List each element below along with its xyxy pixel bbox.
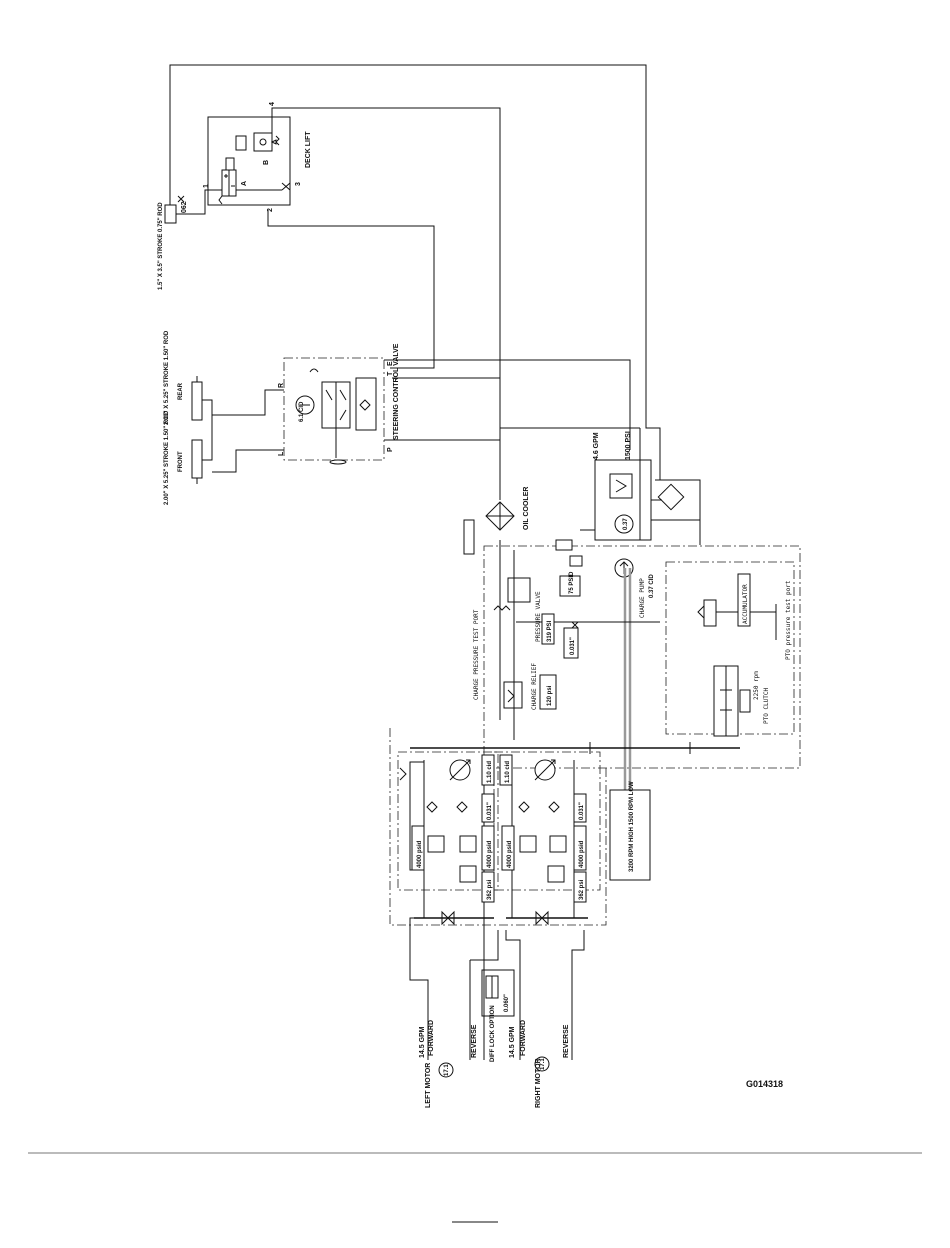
steering-port-r: R bbox=[278, 383, 285, 388]
charge-relief-label: CHARGE RELIEF bbox=[531, 663, 538, 710]
charge-pump-label: CHARGE PUMP bbox=[639, 578, 646, 618]
charge-pump-cid: 0.37 CID bbox=[649, 574, 655, 598]
engine-rpm: 3200 RPM HIGH 1500 RPM LOW bbox=[629, 781, 635, 872]
gear-pump-displacement: 0.37 bbox=[623, 518, 629, 530]
steering-cylinders bbox=[191, 376, 284, 484]
steering-port-e: E bbox=[387, 361, 394, 366]
charge-check-psi: 75 PSID bbox=[569, 571, 575, 594]
left-motor-reverse: REVERSE bbox=[471, 1024, 478, 1058]
steering-label: STEERING CONTROL VALVE bbox=[393, 343, 400, 440]
bypass-right: 362 psi bbox=[579, 879, 585, 900]
steering-port-l: L bbox=[278, 451, 285, 456]
steering-port-t: T bbox=[387, 371, 394, 376]
deck-lift-label: DECK LIFT bbox=[305, 131, 312, 168]
left-pump-cid: 1.10 cid bbox=[487, 761, 493, 783]
left-motor-label: LEFT MOTOR bbox=[425, 1063, 432, 1108]
charge-test-port: CHARGE PRESSURE TEST PORT bbox=[473, 609, 480, 700]
front-cylinder-label: 2.00" X 5.25" STROKE 1.50" ROD bbox=[164, 410, 170, 505]
gear-pump bbox=[580, 459, 701, 545]
charge-relief-psi: 120 psi bbox=[547, 685, 553, 706]
relief-right: 4000 psid bbox=[507, 840, 513, 868]
steering-cid: 6.1 CID bbox=[299, 401, 305, 422]
pressure-valve-psi: 319 PSI bbox=[547, 620, 553, 642]
deck-lift-cylinder-label: 1.5" X 3.5" STROKE 0.75" ROD bbox=[158, 202, 164, 290]
deck-port-1: 1 bbox=[203, 184, 210, 188]
deck-lift-valve bbox=[207, 113, 291, 206]
front-cylinder-tag: FRONT bbox=[178, 451, 184, 472]
relief-left2: 4000 psid bbox=[487, 840, 493, 868]
relief-right2: 4000 psid bbox=[579, 840, 585, 868]
deck-port-4: 4 bbox=[269, 102, 276, 106]
pto-clutch-label: PTO CLUTCH bbox=[763, 687, 770, 724]
steering-control-valve bbox=[283, 357, 385, 465]
deck-spool-a: A bbox=[241, 181, 248, 186]
diff-lock-orifice: 0.060" bbox=[504, 994, 510, 1012]
relief-left: 4000 psid bbox=[417, 840, 423, 868]
diff-lock bbox=[481, 969, 515, 1017]
transaxle-enclosure bbox=[389, 539, 801, 926]
deck-lift-cylinder bbox=[164, 189, 226, 224]
gear-pump-relief: 1500 PSI bbox=[625, 431, 632, 460]
orifice-deck-label: .062 bbox=[181, 201, 188, 215]
engine-box bbox=[609, 789, 651, 881]
right-motor-reverse: REVERSE bbox=[563, 1024, 570, 1058]
left-motor-flow: 14.5 GPM bbox=[419, 1026, 426, 1058]
deck-port-3: 3 bbox=[295, 182, 302, 186]
right-motor-flow: 14.5 GPM bbox=[509, 1026, 516, 1058]
pressure-valve-label: PRESSURE VALVE bbox=[535, 591, 542, 642]
right-motor-cid: 17.1 bbox=[540, 1058, 546, 1070]
figure-id: G014318 bbox=[746, 1079, 783, 1089]
right-motor-symbol bbox=[534, 1056, 550, 1072]
deck-port-2: 2 bbox=[267, 208, 274, 212]
right-motor-forward: FORWARD bbox=[520, 1020, 527, 1056]
oil-cooler bbox=[463, 501, 515, 555]
oil-cooler-label: OIL COOLER bbox=[523, 487, 530, 530]
steering-port-p: P bbox=[387, 447, 394, 452]
accumulator-label: ACCUMULATOR bbox=[742, 584, 749, 624]
right-motor-label: RIGHT MOTOR bbox=[535, 1058, 542, 1108]
rear-cylinder-tag: REAR bbox=[178, 382, 184, 400]
motor-lines bbox=[409, 917, 585, 1060]
left-motor-forward: FORWARD bbox=[428, 1020, 435, 1056]
pto-rpm: 2250 rpm bbox=[753, 671, 760, 700]
diff-lock-label: DIFF LOCK OPTION bbox=[490, 1005, 496, 1062]
left-motor-symbol bbox=[438, 1062, 454, 1078]
main-lines bbox=[169, 64, 701, 720]
deck-spool-b: B bbox=[263, 160, 270, 165]
orifice-right: 0.031" bbox=[579, 802, 585, 820]
right-pump-cid: 1.10 cid bbox=[505, 761, 511, 783]
orifice-left: 0.031" bbox=[487, 802, 493, 820]
gear-pump-flow: 4.6 GPM bbox=[593, 432, 600, 460]
hydrostatic-pumps bbox=[397, 751, 601, 926]
left-motor-cid: 17.1 bbox=[444, 1064, 450, 1076]
rear-cylinder-label: 2.00" X 5.25" STROKE 1.50" ROD bbox=[164, 330, 170, 425]
pto-test-port: PTO pressure test port bbox=[785, 580, 792, 660]
bypass-left: 362 psi bbox=[487, 879, 493, 900]
charge-orifice: 0.031" bbox=[570, 637, 576, 655]
